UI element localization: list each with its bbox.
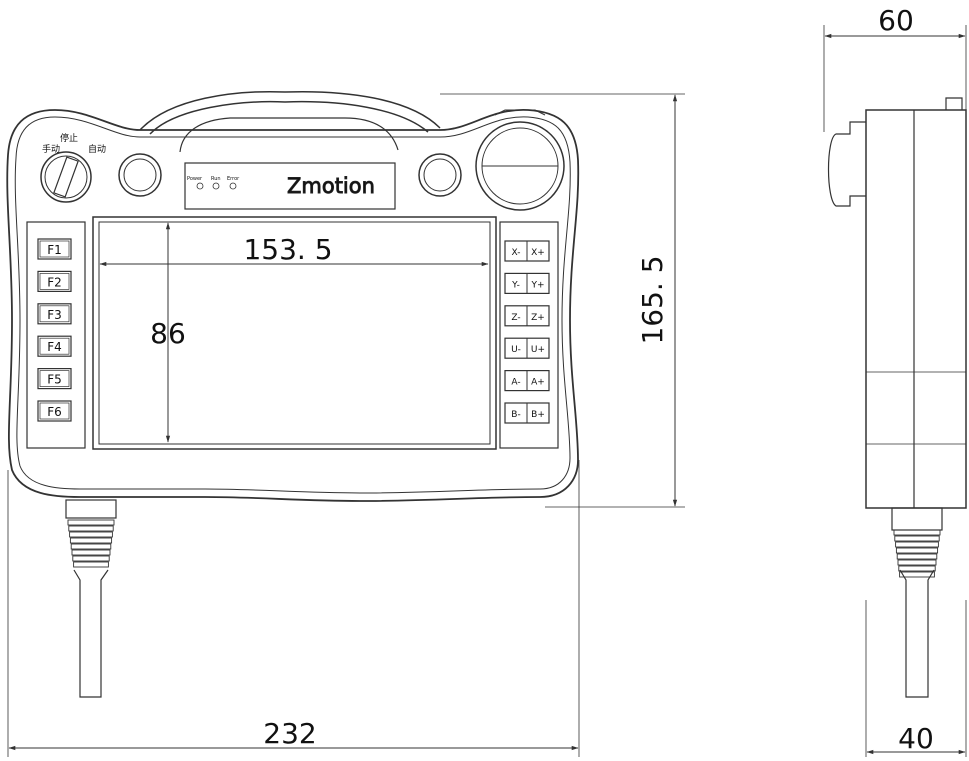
function-key-label: F4	[47, 340, 62, 354]
side-depth-bottom-dimension: 40	[865, 600, 967, 757]
function-key-label: F5	[47, 373, 62, 387]
axis-minus-label: Y-	[511, 280, 520, 290]
axis-minus-label: B-	[511, 410, 520, 420]
function-key-f4[interactable]: F4	[37, 335, 72, 357]
side-depth-bottom-value: 40	[898, 722, 934, 755]
axis-key-pair-z[interactable]: Z- Z+	[504, 305, 550, 327]
axis-plus-label: X+	[531, 248, 545, 258]
axis-minus-label: X-	[512, 248, 521, 258]
brand-logo: Zmotion	[287, 174, 375, 198]
function-key-f1[interactable]: F1	[37, 238, 72, 260]
cable-front	[65, 499, 117, 698]
screen-width-dimension: 153. 5	[99, 233, 489, 267]
axis-keypad: X- X+ Y- Y+ Z- Z+ U- U+ A- A+ B- B+	[499, 221, 559, 449]
side-view	[827, 97, 967, 698]
overall-width-dimension: 232	[7, 460, 580, 757]
axis-minus-label: Z-	[511, 313, 520, 323]
overall-width-value: 232	[263, 717, 316, 750]
power-led-icon	[196, 182, 204, 190]
axis-key-pair-b[interactable]: B- B+	[504, 402, 550, 424]
axis-minus-label: A-	[511, 378, 520, 388]
axis-plus-label: Z+	[531, 313, 545, 323]
indicator-panel: Power Run Error Zmotion	[184, 162, 396, 210]
axis-key-pair-a[interactable]: A- A+	[504, 370, 550, 392]
screen-width-value: 153. 5	[243, 233, 332, 266]
axis-key-pair-y[interactable]: Y- Y+	[504, 272, 550, 294]
power-indicator-label: Power	[187, 176, 203, 182]
mode-knob-grip-icon	[53, 156, 79, 198]
run-indicator-label: Run	[211, 176, 221, 182]
axis-plus-label: B+	[531, 410, 545, 420]
function-key-f3[interactable]: F3	[37, 303, 72, 325]
run-led-icon	[212, 182, 220, 190]
axis-key-pair-u[interactable]: U- U+	[504, 337, 550, 359]
function-key-label: F1	[47, 243, 62, 257]
round-button-right[interactable]	[418, 153, 462, 197]
error-indicator-label: Error	[227, 176, 240, 182]
axis-plus-label: A+	[531, 378, 545, 388]
axis-plus-label: Y+	[530, 280, 544, 290]
side-depth-top-value: 60	[878, 4, 914, 37]
function-key-label: F6	[47, 405, 62, 419]
emergency-stop-button[interactable]	[475, 109, 565, 211]
function-key-label: F3	[47, 308, 62, 322]
mode-manual-label: 手动	[42, 143, 60, 155]
function-key-f5[interactable]: F5	[37, 368, 72, 390]
mode-auto-label: 自动	[88, 143, 106, 155]
round-button-left[interactable]	[118, 153, 162, 197]
function-key-f6[interactable]: F6	[37, 400, 72, 422]
overall-height-value: 165. 5	[636, 255, 669, 344]
function-key-f2[interactable]: F2	[37, 270, 72, 292]
mode-switch[interactable]: 手动 停止 自动	[40, 132, 106, 203]
error-led-icon	[229, 182, 237, 190]
display-screen	[92, 216, 497, 450]
mode-knob-ring-icon	[40, 151, 92, 203]
screen-height-dimension: 86	[150, 222, 186, 443]
axis-plus-label: U+	[531, 345, 545, 355]
function-key-label: F2	[47, 275, 62, 289]
mode-stop-label: 停止	[60, 132, 78, 144]
side-depth-top-dimension: 60	[823, 4, 967, 132]
carry-handle	[139, 90, 441, 153]
axis-key-pair-x[interactable]: X- X+	[504, 240, 550, 262]
mode-knob-icon	[44, 155, 88, 199]
screen-height-value: 86	[150, 317, 186, 350]
axis-minus-label: U-	[511, 345, 521, 355]
overall-height-dimension: 165. 5	[440, 93, 685, 508]
